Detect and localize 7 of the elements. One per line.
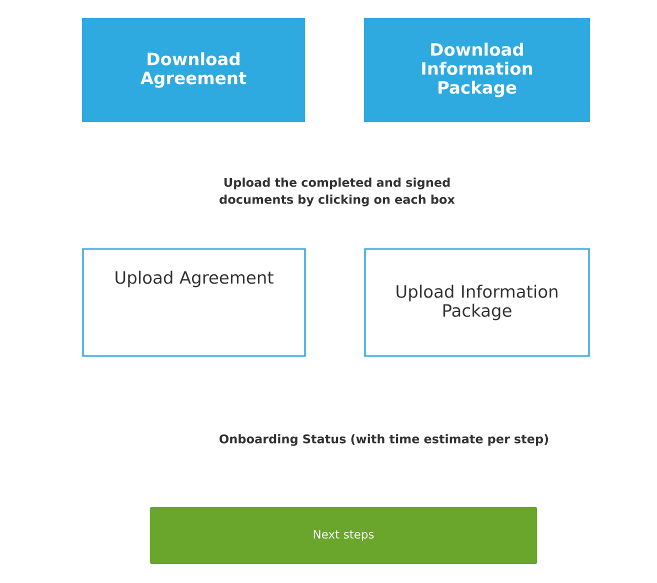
download-button: Download Information Package <box>364 18 590 122</box>
next-steps-button: Next steps <box>150 507 537 564</box>
download-button: Download Agreement <box>82 18 305 122</box>
upload-box: Upload Agreement <box>82 248 306 357</box>
upload-box: Upload Information Package <box>364 248 590 357</box>
instruction-text: Onboarding Status (with time estimate per step) <box>220 434 548 446</box>
instruction-text: Upload the completed and signed documents by clicking on each box <box>220 178 455 206</box>
